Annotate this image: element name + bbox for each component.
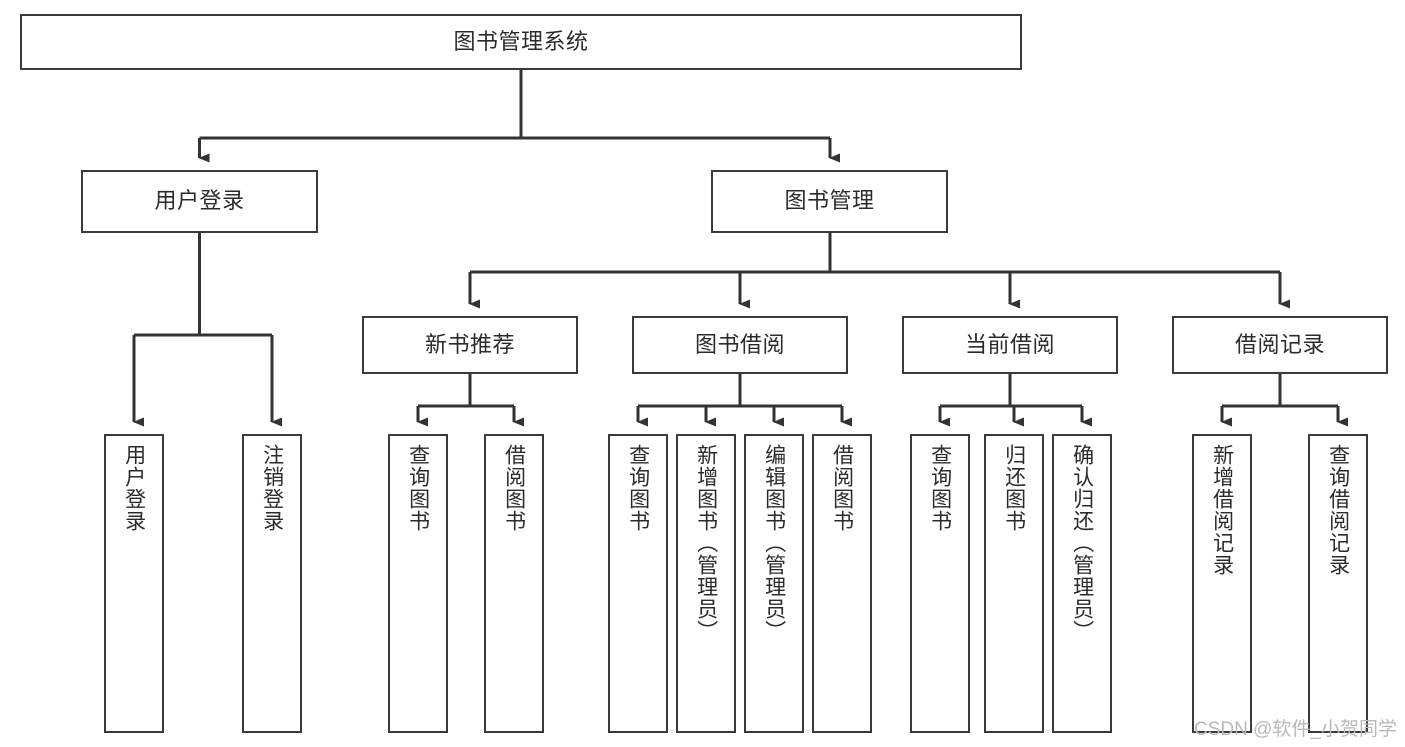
node-leaf-query-book-1[interactable]: 查询图书: [388, 434, 448, 733]
node-leaf-query-book-2[interactable]: 查询图书: [608, 434, 668, 733]
node-leaf-add-record-label: 新增借阅记录: [1210, 444, 1234, 576]
node-user-login[interactable]: 用户登录: [81, 170, 318, 233]
node-user-login-label: 用户登录: [154, 188, 245, 214]
node-leaf-return-book-label: 归还图书: [1002, 444, 1026, 532]
node-leaf-borrow-book-1[interactable]: 借阅图书: [484, 434, 544, 733]
node-book-manage-label: 图书管理: [784, 188, 875, 214]
node-leaf-user-logout-label: 注销登录: [260, 444, 284, 532]
node-leaf-edit-book[interactable]: 编辑图书（管理员）: [744, 434, 804, 733]
node-leaf-user-login[interactable]: 用户登录: [104, 434, 164, 733]
node-current-borrow-label: 当前借阅: [964, 331, 1055, 357]
node-leaf-query-book-3[interactable]: 查询图书: [910, 434, 970, 733]
node-leaf-confirm-return[interactable]: 确认归还（管理员）: [1052, 434, 1112, 733]
node-root-label: 图书管理系统: [453, 28, 589, 54]
node-leaf-return-book[interactable]: 归还图书: [984, 434, 1044, 733]
node-leaf-query-book-1-label: 查询图书: [406, 444, 430, 532]
node-leaf-borrow-book-1-label: 借阅图书: [502, 444, 526, 532]
node-leaf-query-book-2-label: 查询图书: [626, 444, 650, 532]
node-book-borrow[interactable]: 图书借阅: [632, 316, 848, 374]
node-leaf-add-book[interactable]: 新增图书（管理员）: [676, 434, 736, 733]
node-new-book-recommend[interactable]: 新书推荐: [362, 316, 578, 374]
node-leaf-query-record-label: 查询借阅记录: [1326, 444, 1350, 576]
node-root[interactable]: 图书管理系统: [20, 14, 1022, 70]
node-leaf-edit-book-label: 编辑图书（管理员）: [762, 444, 786, 642]
node-book-manage[interactable]: 图书管理: [711, 170, 948, 233]
node-leaf-add-book-label: 新增图书（管理员）: [694, 444, 718, 642]
node-book-borrow-label: 图书借阅: [694, 331, 785, 357]
node-leaf-query-record[interactable]: 查询借阅记录: [1308, 434, 1368, 733]
node-leaf-borrow-book-2[interactable]: 借阅图书: [812, 434, 872, 733]
node-new-book-recommend-label: 新书推荐: [424, 331, 515, 357]
watermark: CSDN @软件_小贺同学: [1194, 719, 1397, 740]
node-leaf-confirm-return-label: 确认归还（管理员）: [1070, 444, 1094, 642]
node-leaf-query-book-3-label: 查询图书: [928, 444, 952, 532]
node-borrow-record-label: 借阅记录: [1234, 331, 1325, 357]
node-leaf-user-logout[interactable]: 注销登录: [242, 434, 302, 733]
node-current-borrow[interactable]: 当前借阅: [902, 316, 1118, 374]
node-leaf-add-record[interactable]: 新增借阅记录: [1192, 434, 1252, 733]
node-leaf-borrow-book-2-label: 借阅图书: [830, 444, 854, 532]
node-leaf-user-login-label: 用户登录: [122, 444, 146, 532]
node-borrow-record[interactable]: 借阅记录: [1172, 316, 1388, 374]
